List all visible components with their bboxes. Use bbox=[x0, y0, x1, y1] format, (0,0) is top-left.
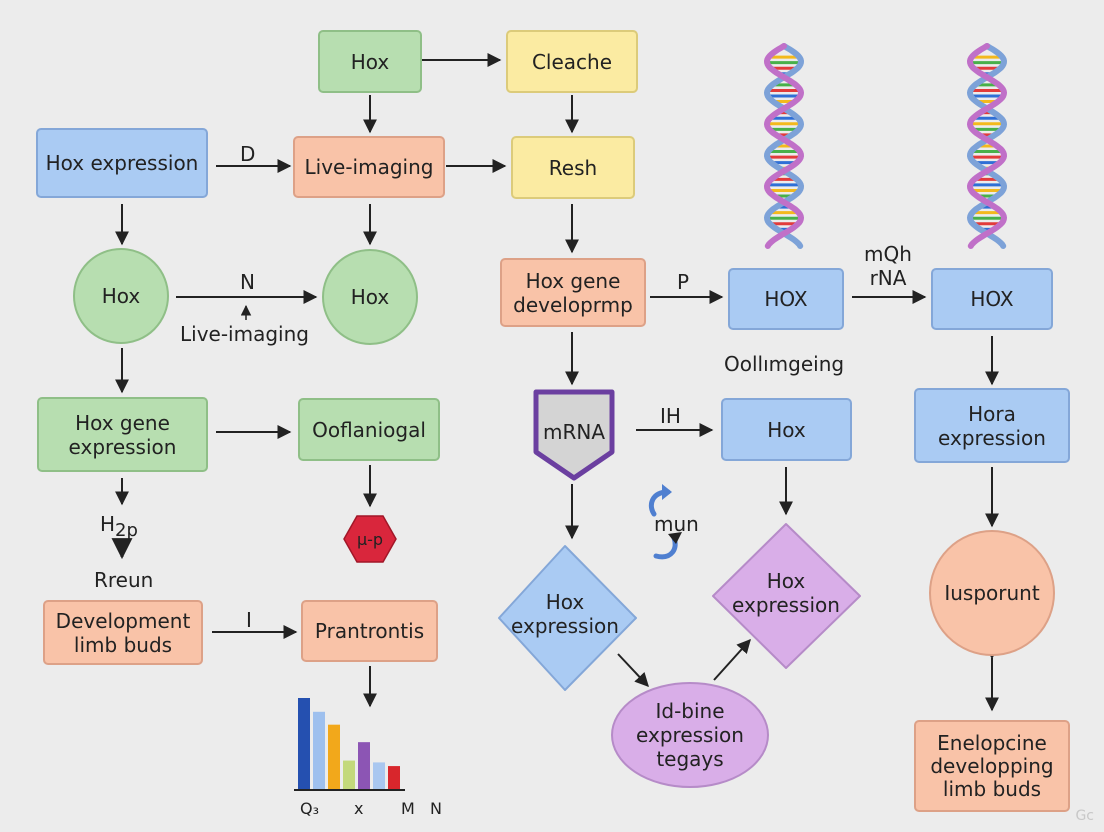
chart-bar bbox=[313, 711, 325, 790]
node-label: Hox bbox=[767, 417, 806, 442]
hox-expression-top-box: Hox expression bbox=[36, 128, 208, 198]
label-mun: mun bbox=[654, 512, 699, 536]
arrow-diamond-to-id-bine bbox=[617, 653, 649, 688]
chart-bar bbox=[343, 760, 355, 790]
node-label: Hox bbox=[350, 285, 390, 309]
label-h2p: H2p bbox=[100, 512, 138, 541]
dna-strand bbox=[966, 43, 1008, 249]
hox-circle-left: Hox bbox=[73, 248, 169, 344]
node-label: Hox gene expression bbox=[68, 410, 177, 459]
diamond-right-label: Hox expression bbox=[732, 569, 840, 617]
chart-bar bbox=[328, 724, 340, 790]
node-label: HOX bbox=[970, 287, 1014, 311]
dna-strand bbox=[763, 43, 805, 249]
cleache-box: Cleache bbox=[506, 30, 638, 93]
diamond-right-shape bbox=[712, 523, 861, 669]
dna-helix-icon bbox=[966, 43, 1008, 249]
bar-chart-icon bbox=[294, 698, 405, 791]
enelopcine-box: Enelopcine developping limb buds bbox=[914, 720, 1070, 812]
chart-tick-1: Q₃ bbox=[300, 799, 320, 818]
chart-bar bbox=[373, 762, 385, 790]
node-label: Ooflaniogal bbox=[312, 417, 426, 442]
live-imaging-box: Live-imaging bbox=[293, 136, 445, 198]
hox-caps-right-box: HOX bbox=[931, 268, 1053, 330]
iusporunt-circle: Iusporunt bbox=[929, 530, 1055, 656]
dna-strand bbox=[966, 43, 1008, 249]
node-label: HOX bbox=[764, 287, 808, 311]
label-ih: IH bbox=[660, 404, 681, 428]
hox-gene-develop-box: Hox gene developrmp bbox=[500, 258, 646, 327]
node-label: Hox gene developrmp bbox=[513, 268, 633, 317]
dna-strand bbox=[763, 43, 805, 249]
mrna-label: mRNA bbox=[542, 420, 606, 444]
label-d: D bbox=[240, 142, 256, 166]
chart-bar bbox=[298, 698, 310, 790]
chart-tick-4: N bbox=[430, 799, 442, 818]
node-label: Hox bbox=[350, 49, 390, 74]
ooflaniogal-box: Ooflaniogal bbox=[298, 398, 440, 461]
node-label: Prantrontis bbox=[314, 619, 425, 643]
hox-blue-mid-box: Hox bbox=[721, 398, 852, 461]
label-rreun: Rreun bbox=[94, 568, 154, 592]
prantrontis-box: Prantrontis bbox=[301, 600, 438, 662]
node-label: Hora expression bbox=[938, 401, 1046, 450]
hora-expression-box: Hora expression bbox=[914, 388, 1070, 463]
hexagon-icon bbox=[343, 515, 397, 563]
watermark-text: Gc bbox=[1075, 808, 1094, 824]
node-label: Enelopcine developping limb buds bbox=[930, 730, 1054, 801]
hox-circle-mid: Hox bbox=[322, 249, 418, 345]
resh-box: Resh bbox=[511, 136, 635, 199]
label-mqh-rna: mQh rNA bbox=[864, 242, 912, 290]
label-n: N bbox=[240, 270, 255, 294]
node-label: Resh bbox=[548, 155, 598, 180]
label-live-imaging: Live-imaging bbox=[180, 322, 309, 346]
label-oollimgeing: Oollımgeing bbox=[724, 352, 845, 376]
node-label: Iusporunt bbox=[944, 581, 1040, 605]
id-bine-ellipse bbox=[611, 682, 769, 788]
development-limb-buds-box: Development limb buds bbox=[43, 600, 203, 665]
hox-gene-expression-box: Hox gene expression bbox=[37, 397, 208, 472]
id-bine-label: Id-bine expression tegays bbox=[636, 699, 744, 771]
node-label: Hox bbox=[101, 284, 141, 308]
mrna-shape bbox=[533, 389, 615, 481]
dna-helix-icon bbox=[763, 43, 805, 249]
label-p: P bbox=[677, 270, 690, 294]
node-label: Live-imaging bbox=[304, 155, 434, 179]
hox-caps-mid-box: HOX bbox=[728, 268, 844, 330]
node-label: Cleache bbox=[531, 49, 613, 74]
label-i: I bbox=[246, 608, 252, 632]
node-label: Development limb buds bbox=[55, 608, 191, 657]
arrow-id-bine-to-diamond bbox=[713, 638, 751, 681]
node-label: Hox expression bbox=[45, 151, 199, 175]
chart-tick-3: M bbox=[401, 799, 415, 818]
chart-tick-2: x bbox=[354, 799, 364, 818]
chart-bar bbox=[358, 742, 370, 790]
diamond-left-label: Hox expression bbox=[511, 590, 619, 638]
diamond-left-shape bbox=[498, 545, 637, 691]
hox-top-box: Hox bbox=[318, 30, 422, 93]
hexagon-label: µ-p bbox=[356, 530, 384, 549]
chart-bar bbox=[388, 766, 400, 790]
